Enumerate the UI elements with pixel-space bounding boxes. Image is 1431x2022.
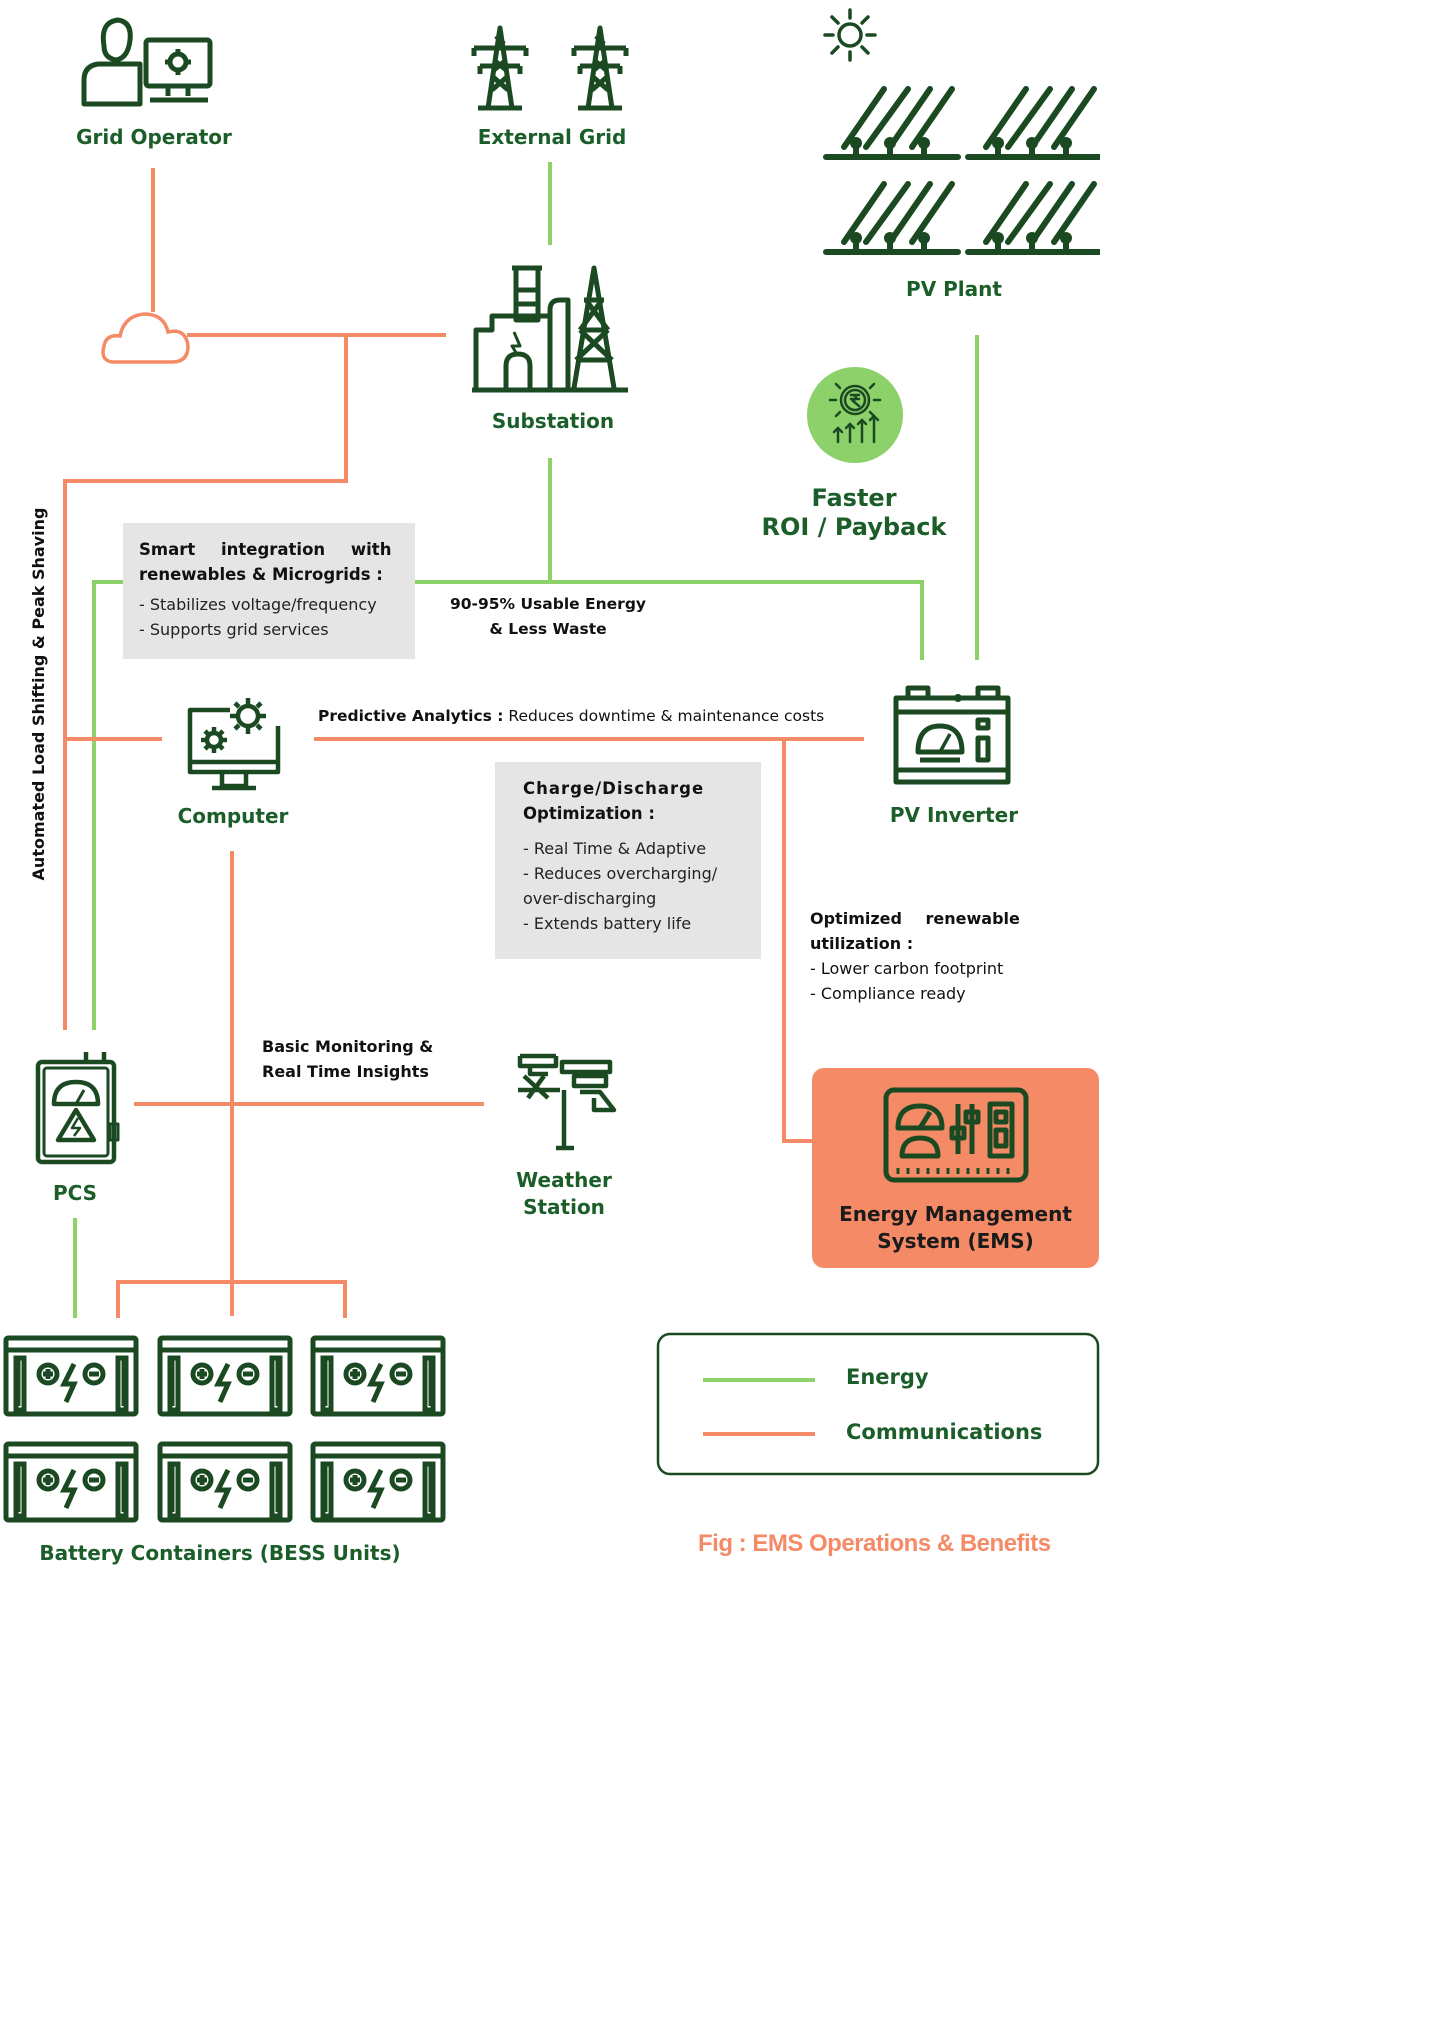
optimized-heading-line1: Optimized renewable bbox=[810, 909, 1020, 928]
external-grid-label: External Grid bbox=[477, 125, 627, 149]
usable-energy-line1: 90-95% Usable Energy bbox=[449, 595, 647, 613]
battery-containers-label: Battery Containers (BESS Units) bbox=[39, 1541, 401, 1565]
basic-monitoring-line1: Basic Monitoring & bbox=[262, 1037, 434, 1056]
charge-heading-line2: Optimization : bbox=[523, 804, 655, 823]
weather-station-icon bbox=[517, 1053, 617, 1151]
comm-line-automated-loop bbox=[63, 335, 348, 1030]
substation-icon bbox=[472, 265, 628, 393]
weather-station-label: Weather Station bbox=[464, 1167, 664, 1221]
smart-integration-box: Smart integration with renewables & Micr… bbox=[123, 523, 415, 659]
optimized-item-1: - Lower carbon footprint bbox=[810, 959, 1004, 978]
operator-icon bbox=[81, 17, 213, 107]
basic-monitoring-label: Basic Monitoring & Real Time Insights bbox=[262, 1034, 433, 1084]
smart-item-2: - Supports grid services bbox=[139, 620, 329, 639]
charge-item-1: - Real Time & Adaptive bbox=[523, 839, 707, 858]
charge-discharge-heading: Charge/Discharge Optimization : bbox=[523, 776, 733, 826]
comm-line-battery-bus bbox=[116, 1280, 347, 1318]
charge-item-4: - Extends battery life bbox=[523, 914, 692, 933]
roi-line1: Faster bbox=[811, 484, 897, 512]
charge-item-3: over-discharging bbox=[523, 889, 657, 908]
energy-line-pcs-inverter bbox=[92, 580, 924, 1030]
charge-discharge-box: Charge/Discharge Optimization : - Real T… bbox=[495, 762, 761, 959]
ems-label-line2: System (EMS) bbox=[877, 1229, 1034, 1253]
legend-box bbox=[656, 1332, 1100, 1476]
pcs-icon bbox=[35, 1052, 120, 1165]
legend-communications-label: Communications bbox=[846, 1420, 1043, 1444]
optimized-item-2: - Compliance ready bbox=[810, 984, 966, 1003]
smart-heading-line1: Smart integration with bbox=[139, 540, 392, 559]
weather-station-line1: Weather bbox=[516, 1168, 612, 1192]
optimized-utilization-note: Optimized renewable utilization : - Lowe… bbox=[810, 906, 1022, 1006]
usable-energy-line2: & Less Waste bbox=[489, 620, 607, 638]
predictive-analytics-text: Reduces downtime & maintenance costs bbox=[503, 707, 825, 725]
pv-plant-label: PV Plant bbox=[906, 277, 1002, 301]
automated-load-shifting-label: Automated Load Shifting & Peak Shaving bbox=[29, 507, 48, 881]
figure-caption: Fig : EMS Operations & Benefits bbox=[698, 1530, 1051, 1557]
sun-icon bbox=[823, 8, 877, 62]
transmission-tower-icon bbox=[474, 28, 626, 108]
substation-label: Substation bbox=[491, 409, 615, 433]
ems-diagram bbox=[0, 8, 1100, 1568]
computer-gears-icon bbox=[187, 698, 281, 791]
pcs-label: PCS bbox=[52, 1181, 98, 1205]
smart-integration-list: - Stabilizes voltage/frequency - Support… bbox=[139, 592, 399, 642]
comm-line-inverter-ems bbox=[782, 739, 812, 1143]
solar-panel-icon bbox=[826, 89, 1100, 252]
weather-station-line2: Station bbox=[523, 1195, 605, 1219]
roi-label: Faster ROI / Payback bbox=[734, 484, 974, 542]
predictive-analytics-heading: Predictive Analytics : bbox=[318, 707, 504, 725]
charge-heading-line1: Charge/Discharge bbox=[523, 779, 705, 798]
charge-discharge-list: - Real Time & Adaptive - Reduces overcha… bbox=[523, 836, 733, 936]
basic-monitoring-line2: Real Time Insights bbox=[262, 1062, 429, 1081]
ems-panel-icon bbox=[883, 1087, 1029, 1183]
computer-label: Computer bbox=[177, 804, 289, 828]
smart-integration-heading: Smart integration with renewables & Micr… bbox=[139, 537, 399, 587]
ems-label-line1: Energy Management bbox=[839, 1202, 1072, 1226]
battery-icon bbox=[6, 1338, 443, 1520]
roi-line2: ROI / Payback bbox=[761, 513, 947, 541]
legend-energy-label: Energy bbox=[846, 1365, 929, 1389]
charge-item-2: - Reduces overcharging/ bbox=[523, 864, 718, 883]
rupee-growth-icon bbox=[807, 367, 903, 463]
predictive-analytics-label: Predictive Analytics : Reduces downtime … bbox=[318, 704, 824, 729]
pv-inverter-label: PV Inverter bbox=[889, 803, 1019, 827]
ems-label: Energy Management System (EMS) bbox=[812, 1201, 1099, 1255]
inverter-icon bbox=[893, 685, 1011, 785]
grid-operator-label: Grid Operator bbox=[76, 125, 232, 149]
optimized-heading-line2: utilization : bbox=[810, 934, 914, 953]
cloud-icon bbox=[101, 312, 190, 364]
smart-item-1: - Stabilizes voltage/frequency bbox=[139, 595, 377, 614]
usable-energy-label: 90-95% Usable Energy & Less Waste bbox=[430, 592, 666, 642]
smart-heading-line2: renewables & Microgrids : bbox=[139, 565, 383, 584]
